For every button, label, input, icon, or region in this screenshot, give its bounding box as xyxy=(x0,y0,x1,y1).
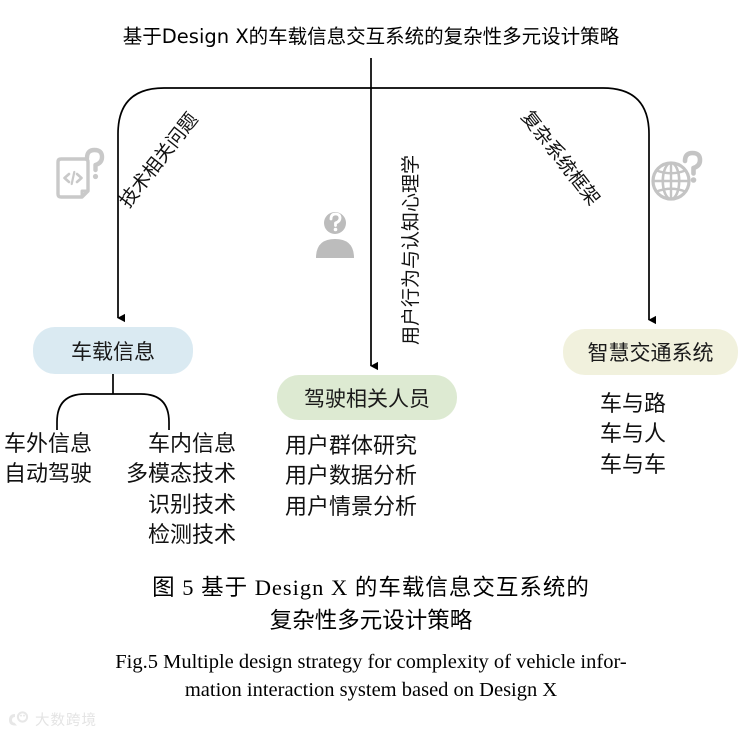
list-item: 用户情景分析 xyxy=(285,494,418,520)
leaf-list-user-research: 用户群体研究 用户数据分析 用户情景分析 xyxy=(285,432,417,523)
list-item: 车与路 xyxy=(600,392,667,417)
node-smart-traffic-system[interactable]: 智慧交通系统 xyxy=(563,329,738,375)
caption-chinese-line-2: 复杂性多元设计策略 xyxy=(269,607,473,633)
list-item: 用户数据分析 xyxy=(285,464,418,490)
caption-chinese: 图 5 基于 Design X 的车载信息交互系统的 复杂性多元设计策略 xyxy=(0,572,742,637)
watermark-text: 大数跨境 xyxy=(35,713,97,729)
node-smart-traffic-system-label: 智慧交通系统 xyxy=(587,341,714,365)
person-question-icon xyxy=(316,212,354,258)
fork-vehicle-left-arm xyxy=(56,393,113,430)
edge-label-user-behavior-cognition: 用户行为与认知心理学 xyxy=(400,154,422,345)
node-driving-personnel-label: 驾驶相关人员 xyxy=(304,386,430,411)
code-question-icon xyxy=(56,147,105,199)
fork-vehicle-right-arm xyxy=(113,393,170,430)
caption-english: Fig.5 Multiple design strategy for compl… xyxy=(0,648,742,705)
edge-label-complex-system-framework: 复杂系统框架 xyxy=(516,106,605,210)
list-item: 车外信息 xyxy=(4,432,93,457)
edge-label-technical-issues: 技术相关问题 xyxy=(115,108,203,213)
list-item: 用户群体研究 xyxy=(285,434,418,459)
caption-english-line-2: mation interaction system based on Desig… xyxy=(184,679,558,702)
list-item: 检测技术 xyxy=(147,523,236,549)
list-item: 车与车 xyxy=(600,452,667,478)
watermark-logo-icon xyxy=(9,711,29,726)
globe-question-icon xyxy=(651,150,703,201)
node-driving-personnel[interactable]: 驾驶相关人员 xyxy=(277,375,457,420)
node-vehicle-information-label: 车载信息 xyxy=(71,339,155,364)
node-vehicle-information[interactable]: 车载信息 xyxy=(33,327,193,374)
list-item: 识别技术 xyxy=(147,492,236,518)
caption-english-line-1: Fig.5 Multiple design strategy for compl… xyxy=(115,651,627,673)
list-item: 自动驾驶 xyxy=(4,462,93,488)
root-title: 基于Design X的车载信息交互系统的复杂性多元设计策略 xyxy=(122,25,620,48)
watermark: 大数跨境 xyxy=(6,709,97,730)
leaf-list-exterior-info: 车外信息 自动驾驶 xyxy=(4,430,92,491)
list-item: 车内信息 xyxy=(147,432,236,457)
edge-to-vehicle-node xyxy=(117,87,371,323)
list-item: 车与人 xyxy=(600,422,667,448)
caption-chinese-line-1: 图 5 基于 Design X 的车载信息交互系统的 xyxy=(152,575,590,600)
list-item: 多模态技术 xyxy=(125,462,236,488)
leaf-list-vehicle-relations: 车与路 车与人 车与车 xyxy=(600,390,666,481)
leaf-list-interior-info: 车内信息 多模态技术 识别技术 检测技术 xyxy=(114,430,236,551)
